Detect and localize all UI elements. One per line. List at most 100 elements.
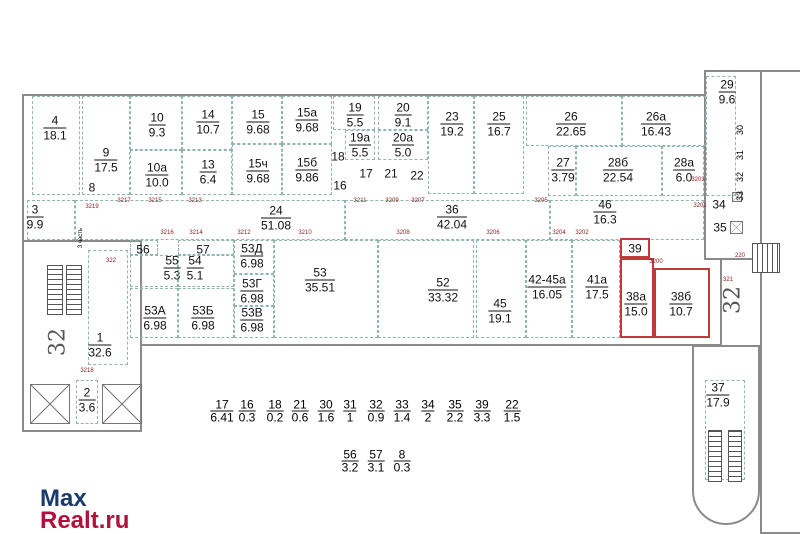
room-number: 26 — [555, 111, 587, 125]
room-23-area[interactable] — [428, 96, 474, 194]
room-number: 17 — [359, 166, 373, 181]
room-37-area[interactable] — [705, 380, 745, 480]
room-number: 15ч — [246, 156, 270, 172]
summary-area: 3.1 — [367, 460, 385, 475]
room-53Б-area[interactable] — [178, 288, 234, 338]
door-number: 321 — [722, 277, 734, 283]
room-area: 15.0 — [624, 304, 648, 319]
room-3-area[interactable] — [27, 200, 75, 240]
room-29-area[interactable] — [706, 76, 736, 196]
room-19а-area[interactable] — [345, 130, 375, 160]
door-number: 3210 — [298, 230, 312, 236]
room-9-area[interactable] — [82, 96, 130, 195]
room-28б-area[interactable] — [576, 146, 662, 196]
room-53В-area[interactable] — [234, 306, 274, 338]
room-57-area[interactable] — [178, 240, 234, 255]
room-15а-area[interactable] — [282, 96, 332, 144]
room-number: 38б — [669, 289, 693, 305]
room-33-label: 33 — [735, 190, 745, 202]
room-53Г-area[interactable] — [234, 274, 274, 306]
room-56-area[interactable] — [130, 240, 158, 255]
room-number: 10а — [145, 160, 169, 176]
summary-room: 32 — [367, 397, 385, 412]
room-45-area[interactable] — [476, 240, 526, 338]
room-number: 38а — [624, 289, 648, 305]
staircase-icon — [752, 243, 780, 273]
room-number: 35 — [713, 220, 727, 235]
room-41а-area[interactable] — [572, 240, 620, 338]
summary-area: 2 — [424, 410, 432, 425]
room-32-label: 32 — [735, 171, 745, 183]
summary-room: 57 — [367, 447, 385, 462]
summary-area: 0.2 — [266, 410, 284, 425]
summary-area: 1 — [346, 410, 354, 425]
room-27-area[interactable] — [548, 146, 576, 196]
room-number: 45 — [488, 298, 512, 312]
room-14-area[interactable] — [182, 96, 232, 150]
room-number: 27 — [551, 157, 575, 171]
room-25-area[interactable] — [474, 96, 524, 194]
room-area: 10.0 — [145, 175, 169, 190]
room-28а-area[interactable] — [662, 146, 704, 196]
room-area: 17.9 — [706, 395, 730, 410]
room-2-area[interactable] — [76, 380, 98, 424]
room-number: 18 — [331, 149, 345, 164]
room-number: 22 — [410, 168, 424, 183]
room-24-area[interactable] — [75, 200, 345, 240]
room-36-area[interactable] — [345, 200, 550, 240]
room-53-area[interactable] — [274, 240, 378, 338]
room-number: 4 — [43, 115, 67, 129]
room-4-area[interactable] — [32, 96, 80, 195]
room-label: 56 — [135, 244, 150, 257]
room-46-area[interactable] — [550, 200, 704, 240]
room-number: 41а — [585, 272, 609, 288]
room-42-45а-area[interactable] — [526, 240, 572, 338]
building-right-tower-wall — [704, 70, 762, 260]
logo-line2: Realt.ru — [40, 507, 130, 534]
room-26а-area[interactable] — [622, 96, 706, 146]
room-15ч-area[interactable] — [232, 144, 282, 195]
room-53Д-area[interactable] — [234, 240, 274, 274]
room-area: 9.6 — [718, 92, 736, 107]
room-55-area[interactable] — [130, 255, 178, 287]
room-52-area[interactable] — [378, 240, 474, 338]
room-area: 16.7 — [487, 124, 511, 139]
room-area: 16.43 — [640, 124, 672, 139]
room-number: 53Б — [191, 303, 215, 319]
room-54-area[interactable] — [178, 255, 234, 287]
room-19-area[interactable] — [333, 96, 375, 130]
room-area: 6.0 — [675, 170, 693, 185]
room-number: 23 — [440, 111, 464, 125]
room-15-area[interactable] — [232, 96, 282, 144]
room-1-area[interactable] — [88, 250, 128, 365]
room-20а-area[interactable] — [378, 130, 428, 160]
room-53А-area[interactable] — [130, 288, 178, 338]
room-26-area[interactable] — [526, 96, 622, 146]
room-20-area[interactable] — [378, 96, 428, 130]
room-38а-area[interactable] — [620, 258, 654, 338]
room-13-area[interactable] — [182, 150, 232, 195]
room-10-area[interactable] — [130, 96, 182, 150]
door-number: 3214 — [189, 230, 203, 236]
room-10а-area[interactable] — [130, 150, 182, 195]
door-number: 3203 — [691, 177, 705, 183]
room-15б-area[interactable] — [282, 144, 332, 195]
room-38б-area[interactable] — [654, 268, 710, 338]
room-39-area[interactable] — [620, 238, 650, 258]
summary-area: 1.4 — [393, 410, 411, 425]
